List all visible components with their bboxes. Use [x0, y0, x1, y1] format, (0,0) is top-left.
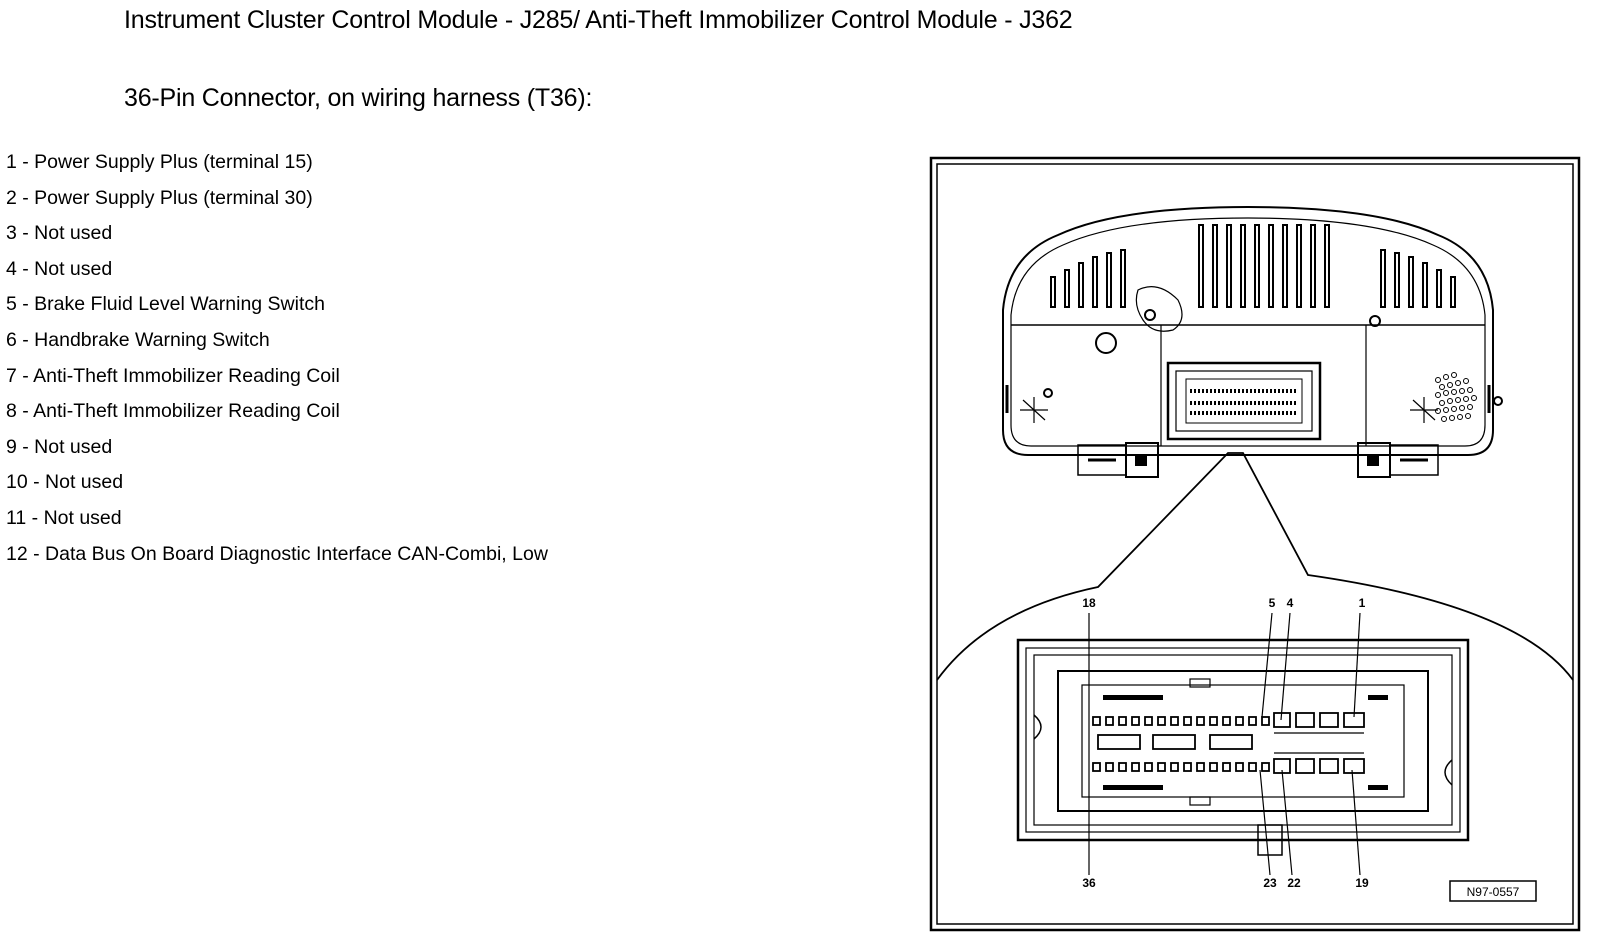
pin-item: 9 - Not used: [6, 435, 113, 458]
callout-36: 36: [1082, 876, 1096, 890]
pin-list: 1 - Power Supply Plus (terminal 15) 2 - …: [6, 150, 548, 577]
figure-frame-inner: [936, 163, 1574, 925]
pin-item: 2 - Power Supply Plus (terminal 30): [6, 186, 313, 209]
pin-item: 12 - Data Bus On Board Diagnostic Interf…: [6, 542, 548, 565]
speaker-dots: [1435, 372, 1477, 422]
pin-item: 5 - Brake Fluid Level Warning Switch: [6, 293, 325, 316]
pin-item: 6 - Handbrake Warning Switch: [6, 328, 270, 351]
figure-id: N97-0557: [1467, 885, 1520, 899]
callout-23: 23: [1263, 876, 1277, 890]
connector-enlarged: [1016, 638, 1470, 856]
connector-figure: 18 5 4 1 36 23 22 19 N97-0557: [928, 155, 1582, 935]
pin-item: 10 - Not used: [6, 471, 124, 494]
connector-subtitle: 36-Pin Connector, on wiring harness (T36…: [124, 84, 593, 112]
figure-id-box: [1449, 880, 1537, 902]
callout-18: 18: [1082, 596, 1096, 610]
pin-item: 1 - Power Supply Plus (terminal 15): [6, 151, 313, 173]
connector-diagram: 18 5 4 1 36 23 22 19 N97-0557: [929, 156, 1581, 932]
callout-leaders: [1088, 612, 1361, 876]
pin-item: 4 - Not used: [6, 257, 113, 280]
cluster-housing: [1002, 205, 1503, 478]
cluster-slots: [1050, 224, 1456, 308]
callout-5: 5: [1269, 596, 1276, 610]
callout-22: 22: [1287, 876, 1301, 890]
pin-item: 7 - Anti-Theft Immobilizer Reading Coil: [6, 364, 340, 387]
magnifier-outline: [936, 452, 1574, 681]
page-title: Instrument Cluster Control Module - J285…: [124, 6, 1073, 34]
connector-pins: [1092, 712, 1365, 774]
pin-item: 3 - Not used: [6, 222, 113, 245]
callout-19: 19: [1355, 876, 1369, 890]
figure-frame-outer: [929, 156, 1581, 932]
pin-item: 8 - Anti-Theft Immobilizer Reading Coil: [6, 400, 340, 423]
pin-item: 11 - Not used: [6, 506, 122, 529]
callout-1: 1: [1359, 596, 1366, 610]
callout-4: 4: [1287, 596, 1294, 610]
